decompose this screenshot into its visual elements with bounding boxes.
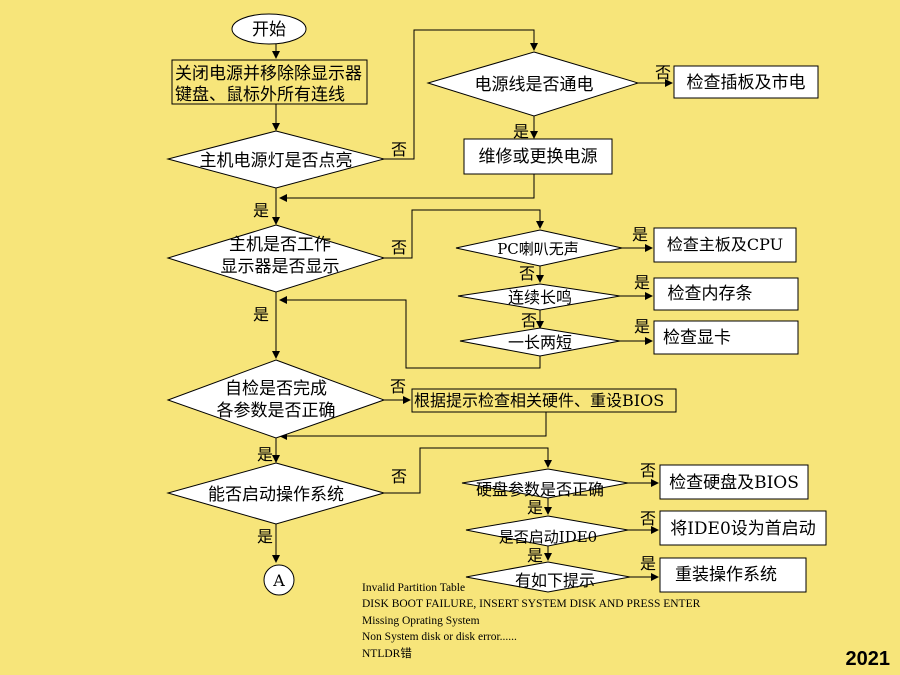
start-label: 开始 xyxy=(252,20,286,40)
check-hw-bios-label: 根据提示检查相关硬件、重设BIOS xyxy=(414,391,664,410)
connector-a-label: A xyxy=(272,571,285,590)
repair-psu-label: 维修或更换电源 xyxy=(479,147,598,167)
edge-yes-boot-ide0: 是 xyxy=(527,546,543,565)
check-video-label: 检查显卡 xyxy=(663,328,731,348)
check-board-cpu-label: 检查主板及CPU xyxy=(667,235,783,254)
decision-disk-params: 硬盘参数是否正确 xyxy=(461,468,629,499)
error-message: DISK BOOT FAILURE, INSERT SYSTEM DISK AN… xyxy=(362,598,701,611)
edge-yes-disk-params: 是 xyxy=(527,498,543,517)
boot-ide0-label: 是否启动IDE0 xyxy=(499,528,597,546)
decision-boot-os: 能否启动操作系统 xyxy=(166,462,386,525)
box-check-memory: 检查内存条 xyxy=(653,277,799,311)
disconnect-line2: 键盘、鼠标外所有连线 xyxy=(175,85,345,105)
box-repair-psu: 维修或更换电源 xyxy=(463,138,613,175)
edge-yes-long-beep: 是 xyxy=(634,273,650,292)
node-start: 开始 xyxy=(231,13,307,45)
box-set-ide0: 将IDE0设为首启动 xyxy=(659,510,827,546)
box-check-outlet: 检查插板及市电 xyxy=(673,65,819,99)
edge-no-post: 否 xyxy=(390,377,406,396)
error-message: Missing Oprating System xyxy=(362,614,480,627)
edge-yes-post: 是 xyxy=(257,445,273,464)
box-check-board-cpu: 检查主板及CPU xyxy=(653,227,797,263)
check-outlet-label: 检查插板及市电 xyxy=(687,73,806,93)
box-check-video: 检查显卡 xyxy=(653,320,799,355)
error-message: Non System disk or disk error...... xyxy=(362,631,517,644)
edge-no-boot-ide0: 否 xyxy=(640,509,656,528)
edge-no-power-light: 否 xyxy=(391,140,407,159)
edge-no-long-beep: 否 xyxy=(521,311,537,330)
edge-labels: 否 否 是 是 否 是 否 是 否 是 是 否 是 否 否 是 否 是 是 是 xyxy=(253,63,671,573)
connector-lines xyxy=(272,29,673,581)
decision-post: 自检是否完成 各参数是否正确 xyxy=(166,359,386,439)
decision-one-long-two-short: 一长两短 xyxy=(459,327,621,357)
box-check-disk-bios: 检查硬盘及BIOS xyxy=(659,464,809,500)
decision-boot-ide0: 是否启动IDE0 xyxy=(465,515,629,547)
connector-a: A xyxy=(263,564,295,596)
edge-no-speaker: 否 xyxy=(519,264,535,283)
decision-speaker-silent: PC喇叭无声 xyxy=(455,229,623,267)
edge-no-boot-os: 否 xyxy=(391,467,407,486)
disconnect-line1: 关闭电源并移除除显示器 xyxy=(175,64,362,84)
post-line1: 自检是否完成 xyxy=(225,379,327,399)
edge-yes-power-light: 是 xyxy=(253,201,269,220)
check-disk-bios-label: 检查硬盘及BIOS xyxy=(669,473,799,493)
edge-yes-one-long: 是 xyxy=(634,317,650,336)
footer-year: 2021 xyxy=(845,648,891,670)
edge-yes-messages: 是 xyxy=(640,554,656,573)
decision-cable: 电源线是否通电 xyxy=(426,51,640,117)
power-light-label: 主机电源灯是否点亮 xyxy=(200,151,353,171)
set-ide0-label: 将IDE0设为首启动 xyxy=(670,519,816,539)
decision-power-light: 主机电源灯是否点亮 xyxy=(166,130,386,189)
error-message: NTLDR错 xyxy=(362,647,412,660)
decision-messages: 有如下提示 xyxy=(465,561,631,593)
cable-label: 电源线是否通电 xyxy=(475,75,594,95)
speaker-silent-label: PC喇叭无声 xyxy=(497,240,579,258)
long-beep-label: 连续长鸣 xyxy=(508,288,572,307)
working-line1: 主机是否工作 xyxy=(229,235,331,255)
edge-no-working: 否 xyxy=(391,238,407,257)
disk-params-label: 硬盘参数是否正确 xyxy=(476,480,604,499)
boot-os-label: 能否启动操作系统 xyxy=(208,485,344,505)
edge-no-disk-params: 否 xyxy=(640,461,656,480)
edge-yes-boot-os: 是 xyxy=(257,527,273,546)
box-reinstall-os: 重装操作系统 xyxy=(659,557,807,593)
error-message-list: Invalid Partition Table DISK BOOT FAILUR… xyxy=(362,580,700,662)
edge-yes-speaker: 是 xyxy=(632,225,648,244)
check-memory-label: 检查内存条 xyxy=(668,284,753,304)
one-long-two-short-label: 一长两短 xyxy=(508,333,572,352)
error-message: Invalid Partition Table xyxy=(362,582,466,594)
messages-label: 有如下提示 xyxy=(515,571,595,590)
node-disconnect: 关闭电源并移除除显示器 键盘、鼠标外所有连线 xyxy=(171,59,368,105)
decision-long-beep: 连续长鸣 xyxy=(457,283,621,311)
box-check-hw-bios: 根据提示检查相关硬件、重设BIOS xyxy=(411,388,677,413)
decision-working: 主机是否工作 显示器是否显示 xyxy=(166,224,386,293)
edge-yes-cable: 是 xyxy=(513,122,529,141)
edge-no-cable: 否 xyxy=(655,63,671,82)
post-line2: 各参数是否正确 xyxy=(217,401,336,421)
working-line2: 显示器是否显示 xyxy=(221,257,340,277)
edge-yes-working: 是 xyxy=(253,305,269,324)
reinstall-os-label: 重装操作系统 xyxy=(675,565,777,585)
